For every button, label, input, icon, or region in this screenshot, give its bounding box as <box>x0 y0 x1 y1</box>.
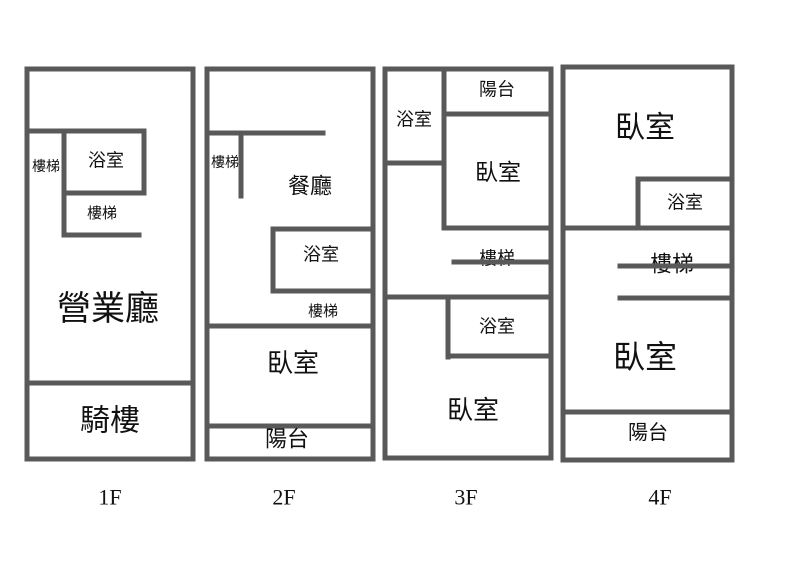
room-label-bathroom: 浴室 <box>396 110 432 131</box>
room-label-bathroom: 浴室 <box>88 151 124 172</box>
floor-2f-inner-walls <box>204 130 376 429</box>
room-label-dining-room: 餐廳 <box>288 175 332 200</box>
floor-2f-plan: 樓梯 餐廳 浴室 樓梯 臥室 陽台 <box>204 66 376 462</box>
floor-label-3f: 3F <box>454 485 477 510</box>
room-label-bathroom: 浴室 <box>303 245 339 266</box>
floor-1f-outer-wall <box>24 66 196 462</box>
room-label-balcony: 陽台 <box>265 428 309 453</box>
room-label-bedroom: 臥室 <box>475 160 521 186</box>
floor-4f-plan: 臥室 浴室 樓梯 臥室 陽台 <box>560 64 735 463</box>
room-label-bathroom: 浴室 <box>479 317 515 338</box>
room-label-stairs: 樓梯 <box>479 249 515 270</box>
room-label-stairs: 樓梯 <box>308 302 338 320</box>
room-label-bedroom: 臥室 <box>615 111 675 146</box>
room-label-balcony: 陽台 <box>479 80 515 101</box>
floor-label-4f: 4F <box>648 485 671 510</box>
room-label-balcony: 陽台 <box>628 420 668 444</box>
room-label-stairs: 樓梯 <box>211 155 239 171</box>
room-label-business-hall: 營業廳 <box>57 289 159 329</box>
room-label-stairs: 樓梯 <box>32 159 60 175</box>
room-label-arcade: 騎樓 <box>80 404 140 439</box>
room-label-bedroom: 臥室 <box>447 396 499 426</box>
floor-2f-outer-wall <box>204 66 376 462</box>
room-label-stairs: 樓梯 <box>87 204 117 222</box>
room-label-bedroom: 臥室 <box>613 338 677 376</box>
floor-label-1f: 1F <box>98 485 121 510</box>
floor-3f-inner-walls <box>382 66 554 360</box>
room-label-bathroom: 浴室 <box>667 193 703 214</box>
floor-4f-inner-walls <box>560 176 735 415</box>
floor-1f-inner-walls <box>24 128 196 386</box>
floor-3f-plan: 陽台 浴室 臥室 樓梯 浴室 臥室 <box>382 66 554 461</box>
floor-1f-plan: 樓梯 浴室 樓梯 營業廳 騎樓 <box>24 66 196 462</box>
floor-label-2f: 2F <box>272 485 295 510</box>
room-label-bedroom: 臥室 <box>267 349 319 379</box>
